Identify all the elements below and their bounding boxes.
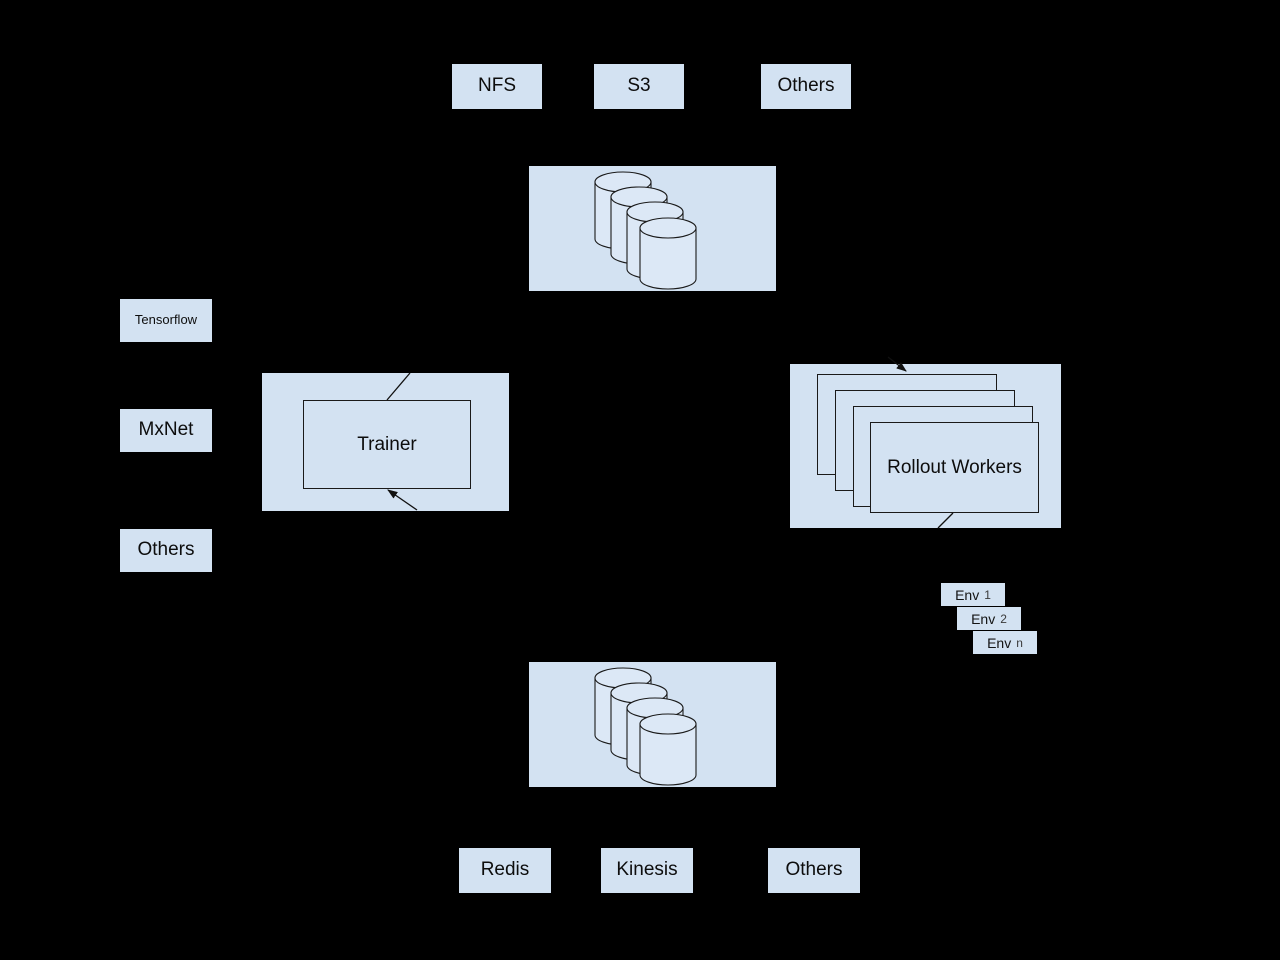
rollout-worker-stack-item-4[interactable]: Rollout Workers <box>870 422 1039 513</box>
trainer-box[interactable]: Trainer <box>303 400 471 489</box>
data-store-cylinder-stack <box>588 664 708 786</box>
environment-chip-n-index: n <box>1016 635 1023 650</box>
streaming-backend-redis[interactable]: Redis <box>459 848 551 893</box>
storage-backend-s3-label: S3 <box>627 75 651 97</box>
streaming-backend-others[interactable]: Others <box>768 848 860 893</box>
environment-chip-n-name: Env <box>987 634 1012 651</box>
trainer-label: Trainer <box>357 433 417 455</box>
framework-others-label: Others <box>137 539 195 561</box>
storage-backend-others[interactable]: Others <box>761 64 851 109</box>
environment-chip-2-index: 2 <box>1000 611 1007 626</box>
streaming-backend-kinesis-label: Kinesis <box>616 859 678 881</box>
model-store-cylinder-stack <box>588 168 708 290</box>
framework-tensorflow[interactable]: Tensorflow <box>120 299 212 342</box>
environment-chip-1-name: Env <box>955 586 980 603</box>
streaming-backend-kinesis[interactable]: Kinesis <box>601 848 693 893</box>
framework-mxnet[interactable]: MxNet <box>120 409 212 452</box>
framework-mxnet-label: MxNet <box>138 419 194 441</box>
environment-chip-1-index: 1 <box>984 587 991 602</box>
storage-backend-nfs[interactable]: NFS <box>452 64 542 109</box>
rollout-workers-label: Rollout Workers <box>887 456 1022 478</box>
storage-backend-others-label: Others <box>777 75 835 97</box>
environment-chip-2-name: Env <box>971 610 996 627</box>
environment-chip-n[interactable]: Env n <box>973 631 1037 654</box>
streaming-backend-redis-label: Redis <box>480 859 530 881</box>
streaming-backend-others-label: Others <box>785 859 843 881</box>
environment-chip-2[interactable]: Env 2 <box>957 607 1021 630</box>
storage-backend-s3[interactable]: S3 <box>594 64 684 109</box>
storage-backend-nfs-label: NFS <box>478 75 516 97</box>
environment-chip-1[interactable]: Env 1 <box>941 583 1005 606</box>
framework-others[interactable]: Others <box>120 529 212 572</box>
framework-tensorflow-label: Tensorflow <box>134 312 198 328</box>
